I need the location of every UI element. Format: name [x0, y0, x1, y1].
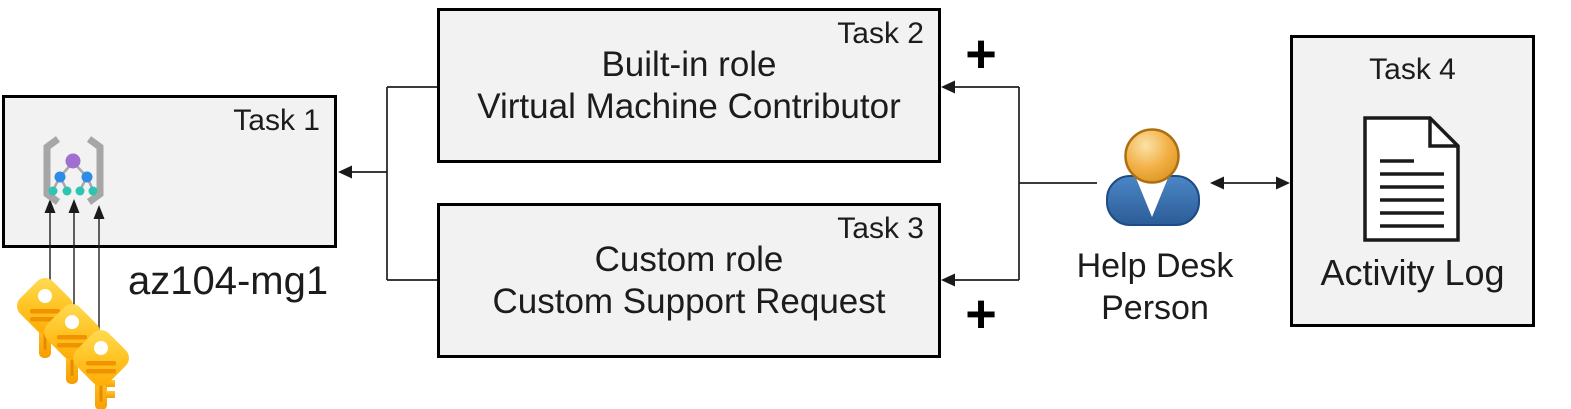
connector-person-activitylog: [1210, 176, 1290, 190]
plus-symbol-top: +: [965, 24, 997, 84]
task2-role-text: Built-in role Virtual Machine Contributo…: [440, 11, 938, 160]
plus-symbol-bottom: +: [965, 284, 997, 344]
task1-management-group-name: az104-mg1: [128, 259, 329, 303]
task3-role-line2: Custom Support Request: [492, 281, 886, 321]
task2-label: Task 2: [837, 17, 924, 50]
connector-roles-to-mg: [352, 86, 437, 281]
task4-label: Task 4: [1369, 53, 1456, 86]
task3-role-line1: Custom role: [594, 239, 784, 279]
arrowhead-toward-person: [1210, 176, 1224, 190]
person-icon: [1106, 128, 1200, 226]
task3-role-text: Custom role Custom Support Request: [440, 206, 938, 355]
node-task2: Task 2 Built-in role Virtual Machine Con…: [437, 8, 941, 163]
node-task4: Task 4 Activity Log: [1290, 35, 1535, 327]
arrowhead-into-task1: [338, 165, 352, 179]
node-task1: Task 1 az104-mg1: [2, 95, 337, 303]
task3-label: Task 3: [837, 212, 924, 245]
key-icon-1: [17, 278, 73, 358]
task2-role-line2: Virtual Machine Contributor: [477, 86, 901, 126]
key-icon-3: [73, 330, 129, 409]
task4-caption: Activity Log: [1320, 252, 1505, 293]
arrowhead-toward-task4: [1276, 176, 1290, 190]
node-task3: Task 3 Custom role Custom Support Reques…: [437, 203, 941, 358]
task1-label: Task 1: [233, 104, 320, 137]
person-caption-line1: Help Desk: [1076, 247, 1234, 285]
person-caption-line2: Person: [1101, 289, 1209, 327]
person-caption: Help Desk Person: [1067, 245, 1243, 329]
task2-role-line1: Built-in role: [601, 44, 777, 84]
key-icon-2: [44, 304, 100, 384]
